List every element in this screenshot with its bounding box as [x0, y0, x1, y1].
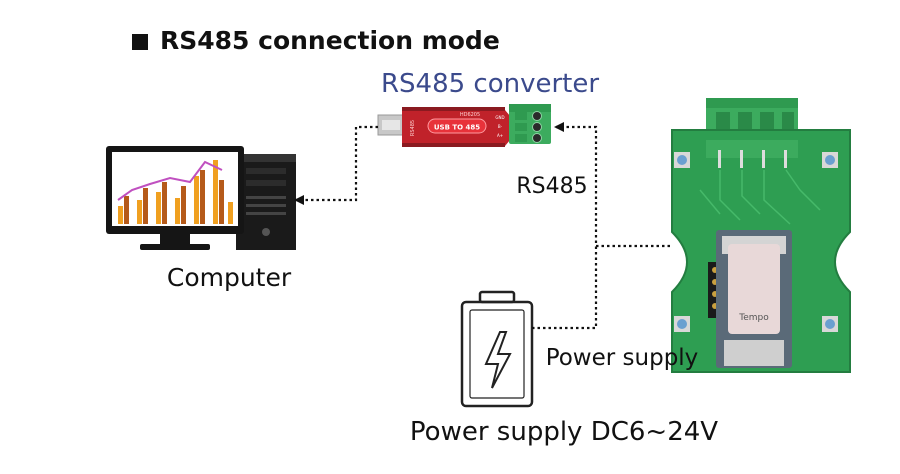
- power-to-bus-line: [532, 246, 598, 330]
- rs485-converter-device: USB TO 485 HD6205 RS485 GND B- A+: [377, 104, 551, 147]
- power-supply-label: Power supply: [546, 345, 699, 371]
- monitor-chart-line: [117, 160, 223, 201]
- usb-to-computer-line: [294, 125, 378, 205]
- svg-text:Tempo: Tempo: [738, 313, 769, 323]
- mount-holes: [674, 152, 838, 332]
- pc-tower: [236, 154, 296, 250]
- svg-text:A+: A+: [497, 133, 503, 138]
- svg-text:GND: GND: [495, 115, 504, 120]
- connection-lines: [294, 122, 670, 330]
- sensor-board: Tempo: [671, 98, 851, 373]
- computer-icon: [106, 146, 296, 250]
- svg-text:USB TO 485: USB TO 485: [434, 124, 480, 132]
- power-supply-voltage-label: Power supply DC6~24V: [410, 417, 718, 447]
- svg-text:RS485: RS485: [410, 120, 416, 136]
- pc-monitor: [106, 146, 244, 250]
- svg-text:B-: B-: [498, 124, 503, 129]
- monitor-chart-bars: [118, 160, 233, 224]
- sensor-module: Tempo: [716, 230, 792, 368]
- battery-icon: [460, 290, 534, 408]
- rs485-label: RS485: [516, 174, 587, 199]
- page-title: RS485 connection mode: [160, 26, 500, 55]
- computer-label: Computer: [167, 263, 292, 292]
- lightning-icon: [484, 331, 512, 389]
- converter-label: RS485 converter: [381, 69, 599, 99]
- sensor-to-converter-line: [554, 122, 670, 248]
- svg-text:HD6205: HD6205: [460, 112, 480, 118]
- title-bullet: [132, 34, 148, 50]
